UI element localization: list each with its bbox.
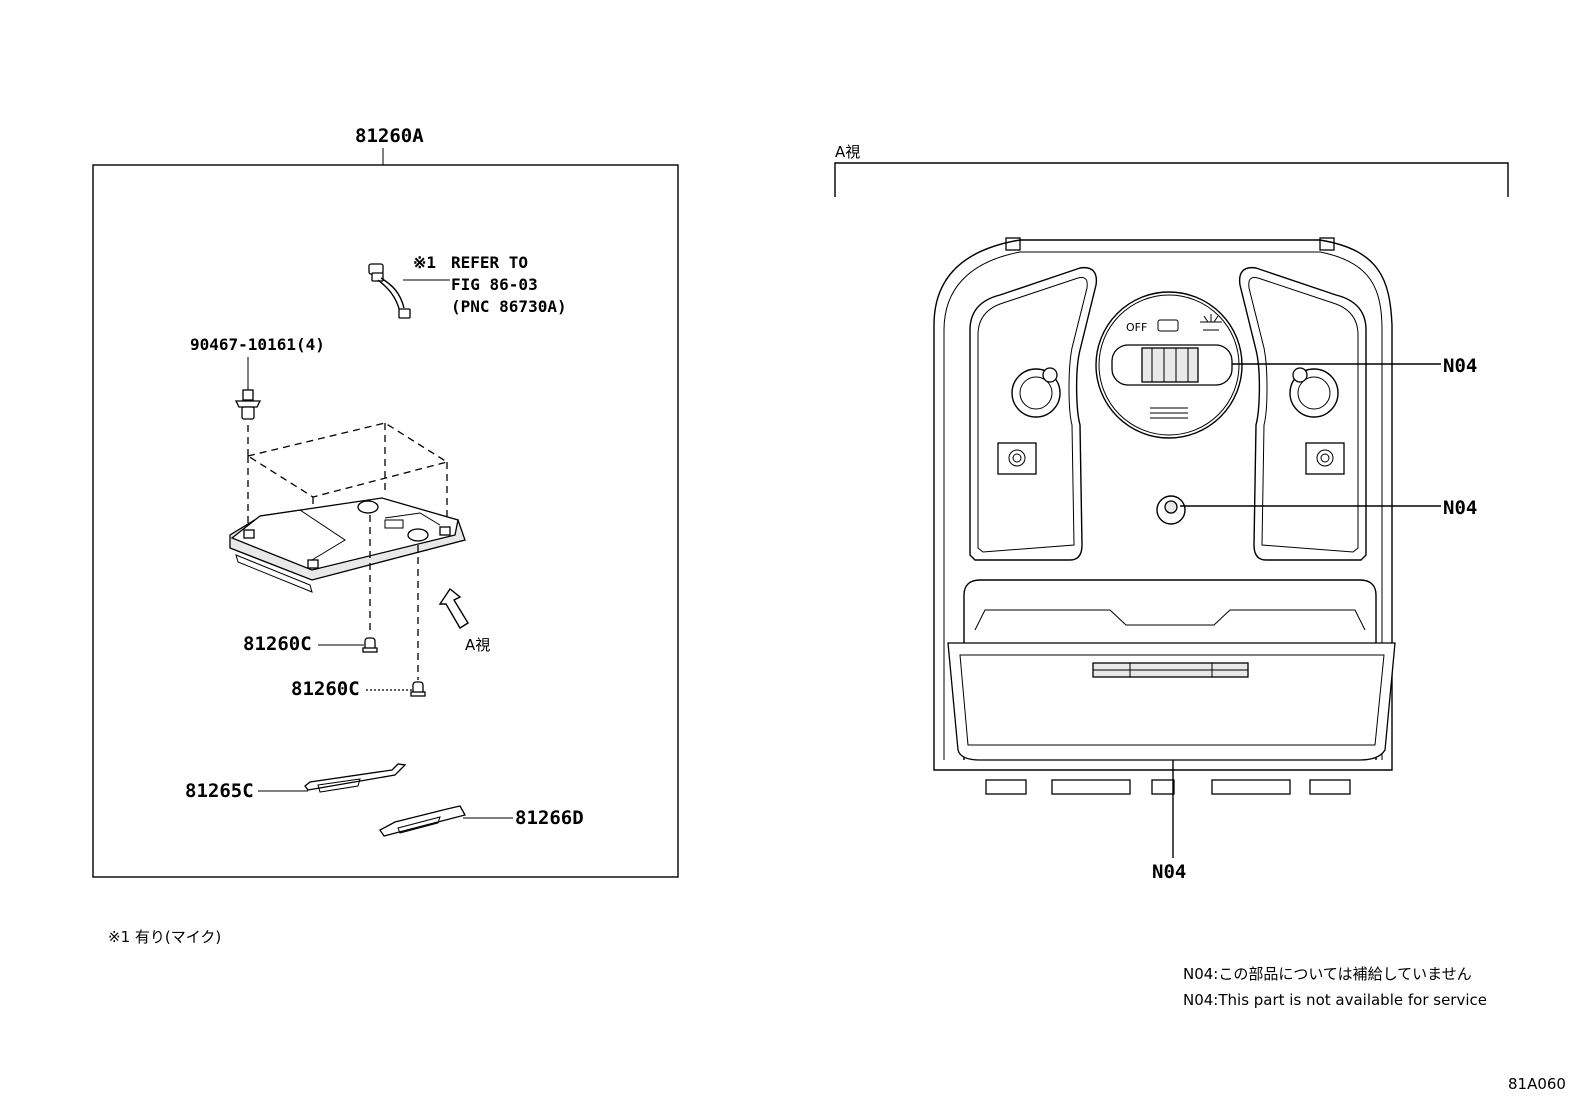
assembly-label: 81260A — [355, 125, 424, 147]
n04-note-jp: N04:この部品については補給していません — [1183, 965, 1472, 983]
figure-code: 81A060 — [1508, 1075, 1566, 1093]
view-arrow — [438, 587, 469, 629]
clip-label-upper: 81260C — [243, 633, 312, 655]
lens-label-left: 81265C — [185, 780, 254, 802]
lens-label-right: 81266D — [515, 807, 584, 829]
map-light-housing — [229, 497, 466, 593]
callout-switch: N04 — [1443, 355, 1477, 377]
view-bracket — [834, 162, 1509, 197]
switch-off-label: OFF — [1126, 321, 1147, 334]
clip-81260C-upper — [362, 637, 378, 653]
clip-label-lower: 81260C — [291, 678, 360, 700]
wire-harness-connector — [368, 263, 411, 319]
callout-box: N04 — [1152, 861, 1186, 883]
view-title: A視 — [835, 143, 860, 161]
overhead-console — [933, 237, 1396, 795]
view-arrow-label: A視 — [465, 636, 490, 654]
assembly-frame — [92, 164, 679, 878]
bolt — [234, 389, 262, 420]
lens-81265C — [304, 763, 407, 793]
lens-81266D — [379, 805, 466, 837]
refer-line-3: (PNC 86730A) — [451, 297, 567, 316]
n04-note-en: N04:This part is not available for servi… — [1183, 991, 1487, 1009]
condition-note: ※1 有り(マイク) — [108, 928, 221, 946]
callout-sensor: N04 — [1443, 497, 1477, 519]
refer-line-1: REFER TO — [451, 253, 528, 272]
refer-line-2: FIG 86-03 — [451, 275, 538, 294]
bolt-label: 90467-10161(4) — [190, 335, 325, 354]
clip-81260C-lower — [410, 681, 426, 697]
refer-mark: ※1 — [413, 253, 436, 272]
